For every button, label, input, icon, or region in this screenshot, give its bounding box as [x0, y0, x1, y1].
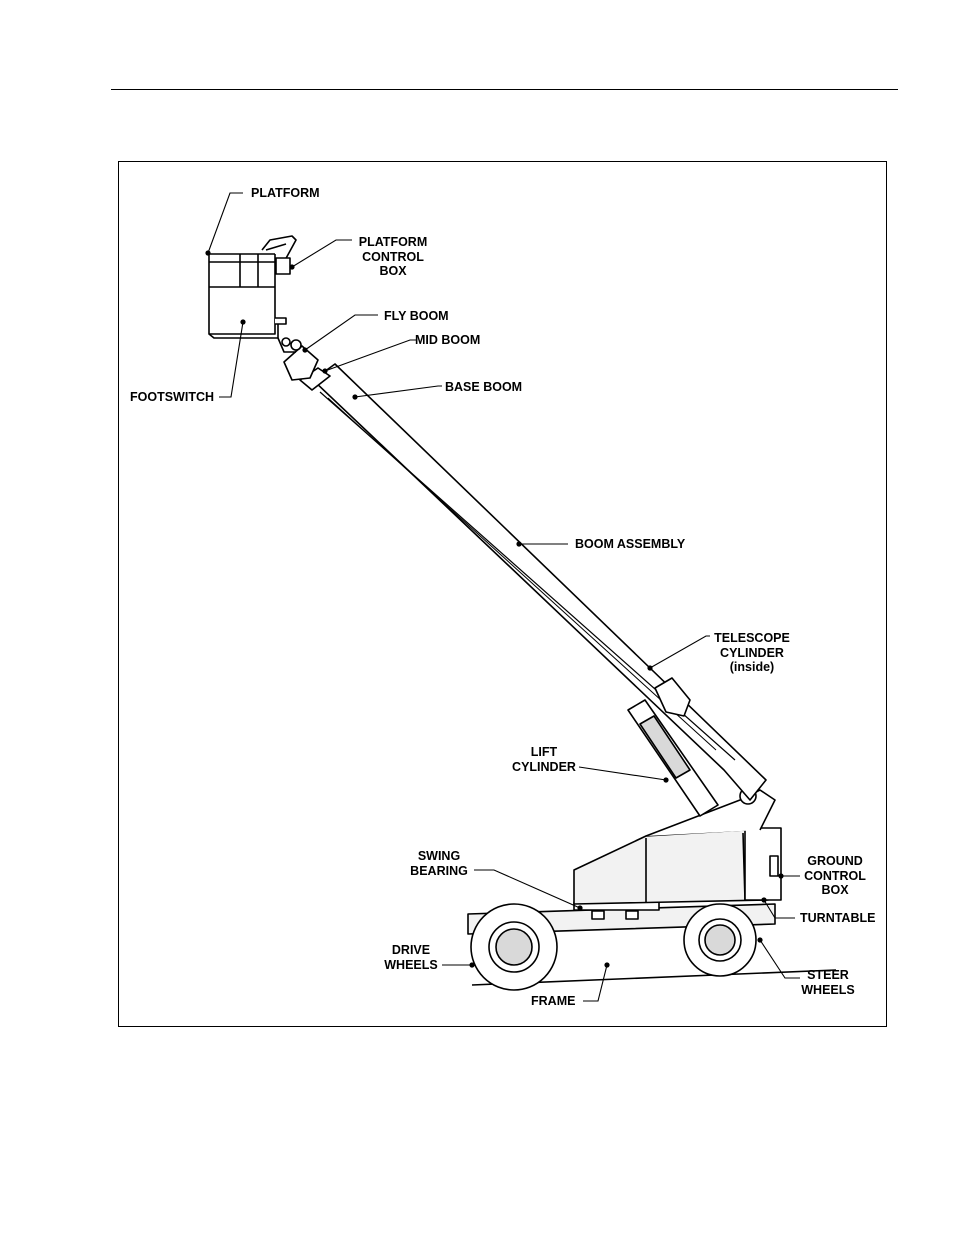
label-platform-control-box: PLATFORM CONTROL BOX: [355, 235, 431, 279]
label-telescope-cylinder: TELESCOPE CYLINDER (inside): [706, 631, 798, 675]
frame-leader: [583, 965, 607, 1001]
swing-bearing-leader: [474, 870, 580, 908]
label-footswitch: FOOTSWITCH: [130, 390, 214, 405]
drive-wheel: [471, 904, 557, 990]
platform-control-box-leader: [292, 240, 352, 267]
label-ground-control-box: GROUND CONTROL BOX: [799, 854, 871, 898]
label-steer-wheels: STEER WHEELS: [796, 968, 860, 997]
label-turntable: TURNTABLE: [800, 911, 875, 926]
label-lift-cylinder: LIFT CYLINDER: [504, 745, 584, 774]
turntable-body: [574, 830, 768, 904]
telescope-cylinder-leader: [650, 636, 710, 668]
base-boom: [313, 364, 766, 800]
mid-boom-leader: [325, 340, 416, 371]
label-frame: FRAME: [531, 994, 575, 1009]
base-boom-leader: [355, 386, 442, 397]
label-swing-bearing: SWING BEARING: [404, 849, 474, 878]
platform-leader: [208, 193, 243, 253]
label-fly-boom: FLY BOOM: [384, 309, 449, 324]
fly-boom-leader: [305, 315, 378, 350]
label-base-boom: BASE BOOM: [445, 380, 522, 395]
label-drive-wheels: DRIVE WHEELS: [378, 943, 444, 972]
label-boom-assembly: BOOM ASSEMBLY: [575, 537, 685, 552]
lift-cylinder-leader: [579, 767, 666, 780]
label-platform: PLATFORM: [251, 186, 320, 201]
label-mid-boom: MID BOOM: [415, 333, 480, 348]
steer-wheel: [684, 904, 756, 976]
